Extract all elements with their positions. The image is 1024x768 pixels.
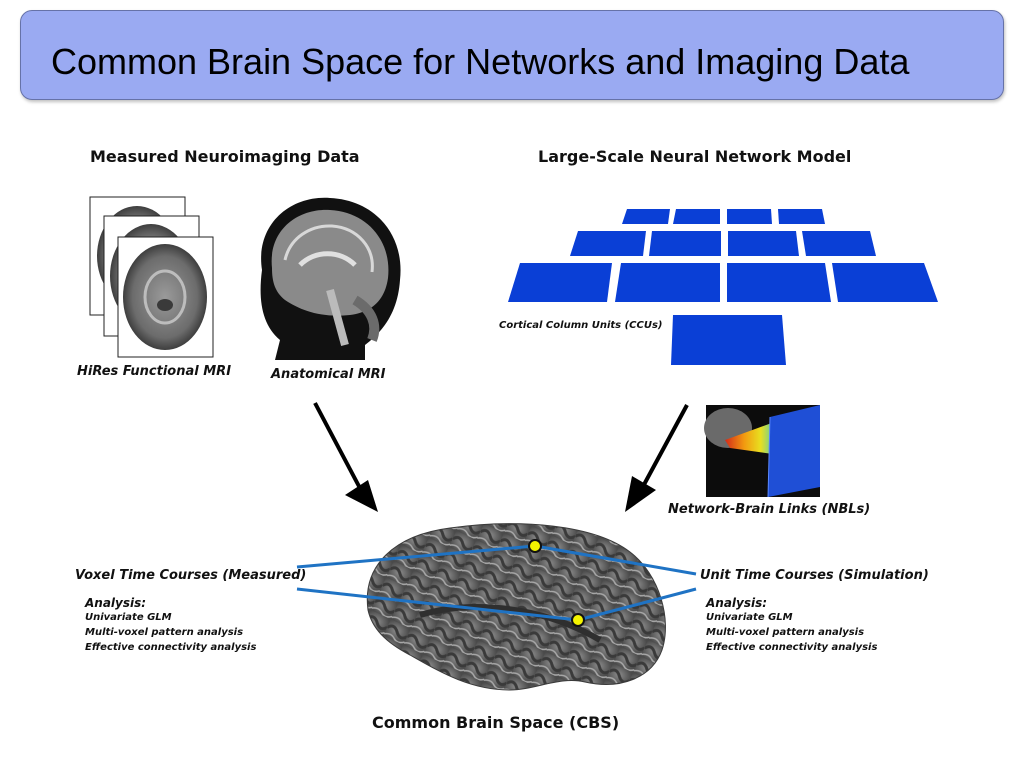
label-unit-time-courses: Unit Time Courses (Simulation) [700,568,929,583]
label-nbl: Network-Brain Links (NBLs) [668,502,871,517]
right-analysis-item: Univariate GLM [706,612,793,623]
heading-measured-data: Measured Neuroimaging Data [90,147,360,166]
label-functional-mri: HiRes Functional MRI [77,364,232,379]
right-analysis-title: Analysis: [706,596,768,610]
title-banner: Common Brain Space for Networks and Imag… [20,10,1004,100]
functional-mri-slices [89,196,214,358]
label-anatomical-mri: Anatomical MRI [271,367,386,382]
left-analysis-title: Analysis: [85,596,147,610]
right-analysis: Analysis: Univariate GLM Multi-voxel pat… [706,596,877,655]
heading-network-model: Large-Scale Neural Network Model [538,147,852,166]
label-ccu: Cortical Column Units (CCUs) [499,320,663,331]
heading-common-brain-space: Common Brain Space (CBS) [372,713,620,732]
page-title: Common Brain Space for Networks and Imag… [51,41,910,82]
anatomical-mri-head [260,197,401,360]
left-analysis: Analysis: Univariate GLM Multi-voxel pat… [85,596,256,655]
nbl-brain-image [704,405,820,498]
left-analysis-item: Univariate GLM [85,612,172,623]
ccu-tiles [508,209,938,365]
brain-link-lines [296,544,697,622]
right-analysis-item: Multi-voxel pattern analysis [706,627,865,638]
arrows [313,402,689,512]
common-brain-surface [366,523,666,691]
left-analysis-item: Effective connectivity analysis [85,642,257,653]
location-markers [528,539,585,627]
left-analysis-item: Multi-voxel pattern analysis [85,627,244,638]
right-analysis-item: Effective connectivity analysis [706,642,878,653]
label-voxel-time-courses: Voxel Time Courses (Measured) [75,568,307,583]
